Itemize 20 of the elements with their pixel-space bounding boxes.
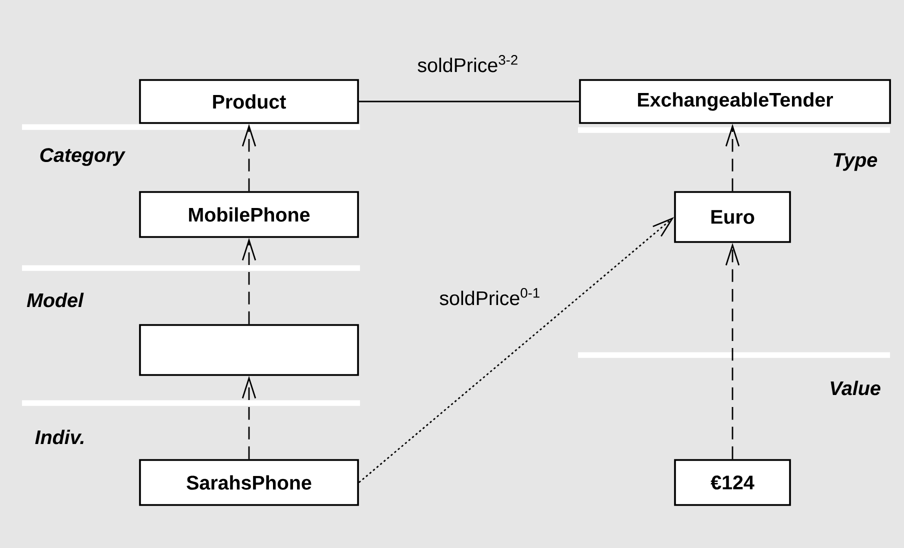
edge-label: soldPrice$^{0-1}$ <box>440 288 540 306</box>
arrow <box>725 242 740 460</box>
class-box: MobilePhone <box>139 191 359 238</box>
arrow <box>358 217 674 484</box>
class-box <box>139 324 359 376</box>
edge-label: soldPrice$^{3-2}$ <box>418 55 518 72</box>
arrow <box>242 124 256 192</box>
level-label: Type <box>834 153 878 171</box>
class-box: €124 <box>674 459 791 506</box>
level-label: Model <box>26 292 84 308</box>
class-box: ExchangeableTender <box>579 79 891 124</box>
arrow <box>725 124 740 192</box>
arrow <box>242 376 256 460</box>
arrow <box>242 238 256 324</box>
class-box: Euro <box>674 191 791 243</box>
class-box: SarahsPhone <box>139 459 359 506</box>
level-label: Value <box>830 380 880 396</box>
class-box: Product <box>139 79 359 124</box>
level-label: Indiv. <box>35 430 84 444</box>
level-label: Category <box>40 148 126 166</box>
